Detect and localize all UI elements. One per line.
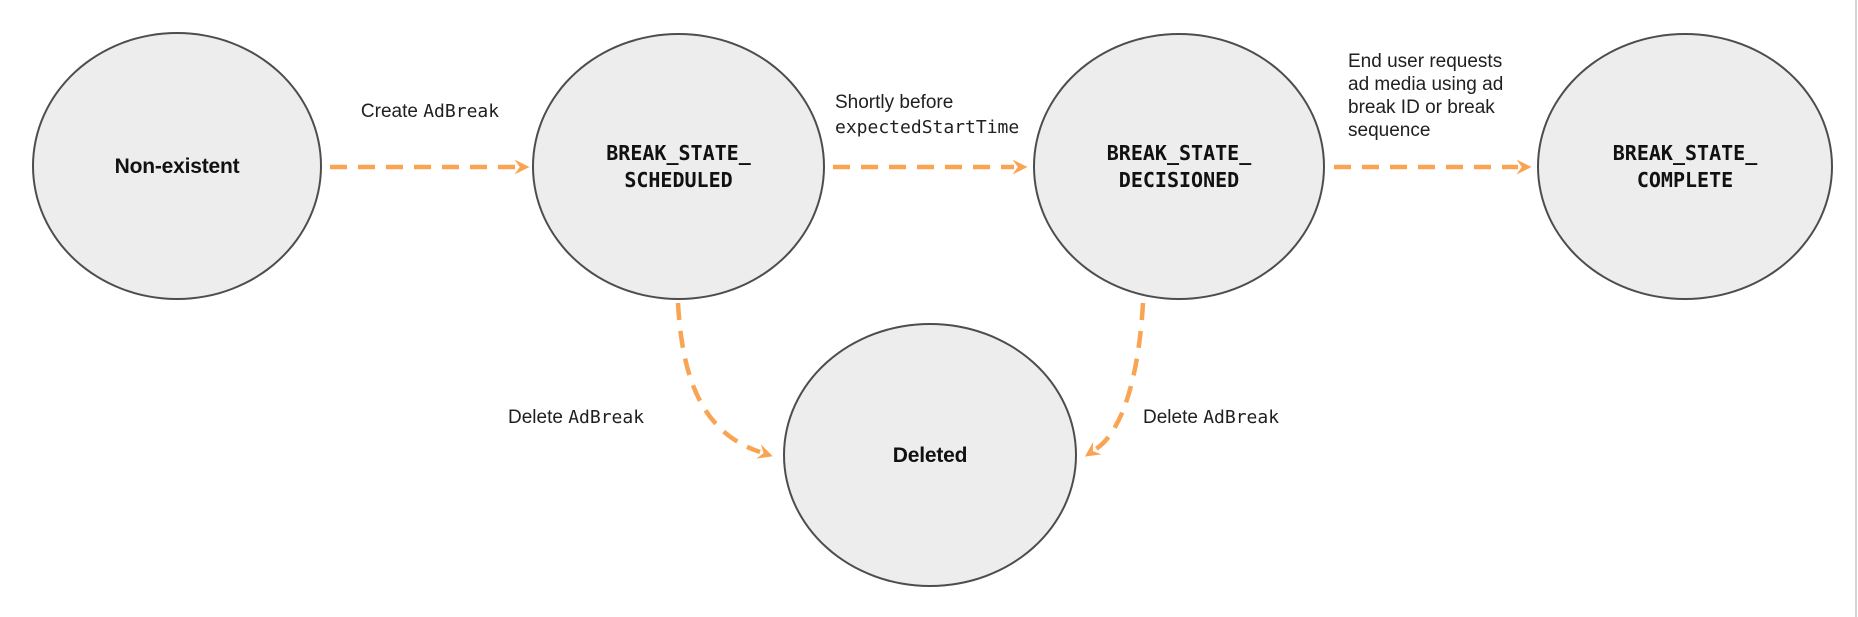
page-divider-line xyxy=(1855,0,1857,617)
state-non-existent: Non-existent xyxy=(32,32,322,300)
label-create-adbreak-sans: Create xyxy=(360,101,424,122)
label-delete-adbreak-right-mono: AdBreak xyxy=(1203,407,1280,428)
state-deleted-label: Deleted xyxy=(892,443,968,467)
state-break-state-decisioned-label-line1: BREAK_STATE_ xyxy=(1106,140,1252,165)
state-non-existent-label: Non-existent xyxy=(114,154,240,178)
state-break-state-scheduled-label-line2: SCHEDULED xyxy=(624,167,733,192)
label-shortly-before: Shortly before expectedStartTime xyxy=(835,90,1019,140)
label-delete-adbreak-right-sans: Delete xyxy=(1143,407,1204,428)
label-end-user-requests-line2: ad media using ad xyxy=(1348,74,1504,95)
label-delete-adbreak-left-sans: Delete xyxy=(508,407,569,428)
label-delete-adbreak-right: Delete AdBreak xyxy=(1143,406,1279,430)
state-break-state-complete: BREAK_STATE_ COMPLETE xyxy=(1537,33,1833,300)
label-create-adbreak-mono: AdBreak xyxy=(423,101,500,122)
state-break-state-complete-label-line1: BREAK_STATE_ xyxy=(1612,140,1758,165)
edge-delete-adbreak-right xyxy=(1084,302,1146,457)
label-end-user-requests-line4: sequence xyxy=(1348,120,1431,141)
label-shortly-before-line1: Shortly before xyxy=(835,92,954,113)
state-deleted: Deleted xyxy=(783,323,1077,587)
label-end-user-requests: End user requests ad media using ad brea… xyxy=(1348,50,1538,142)
label-delete-adbreak-left: Delete AdBreak xyxy=(508,406,644,430)
state-break-state-decisioned-label-line2: DECISIONED xyxy=(1118,167,1240,192)
edge-delete-adbreak-left xyxy=(675,302,773,459)
state-break-state-decisioned: BREAK_STATE_ DECISIONED xyxy=(1033,33,1325,300)
state-break-state-complete-label-line2: COMPLETE xyxy=(1636,167,1734,192)
state-break-state-scheduled: BREAK_STATE_ SCHEDULED xyxy=(532,33,825,300)
state-break-state-scheduled-label-line1: BREAK_STATE_ xyxy=(606,140,751,165)
label-create-adbreak: Create AdBreak xyxy=(330,100,530,124)
label-end-user-requests-line3: break ID or break xyxy=(1348,97,1495,118)
label-delete-adbreak-left-mono: AdBreak xyxy=(568,407,645,428)
label-end-user-requests-line1: End user requests xyxy=(1348,51,1503,72)
label-shortly-before-line2: expectedStartTime xyxy=(835,117,1020,138)
